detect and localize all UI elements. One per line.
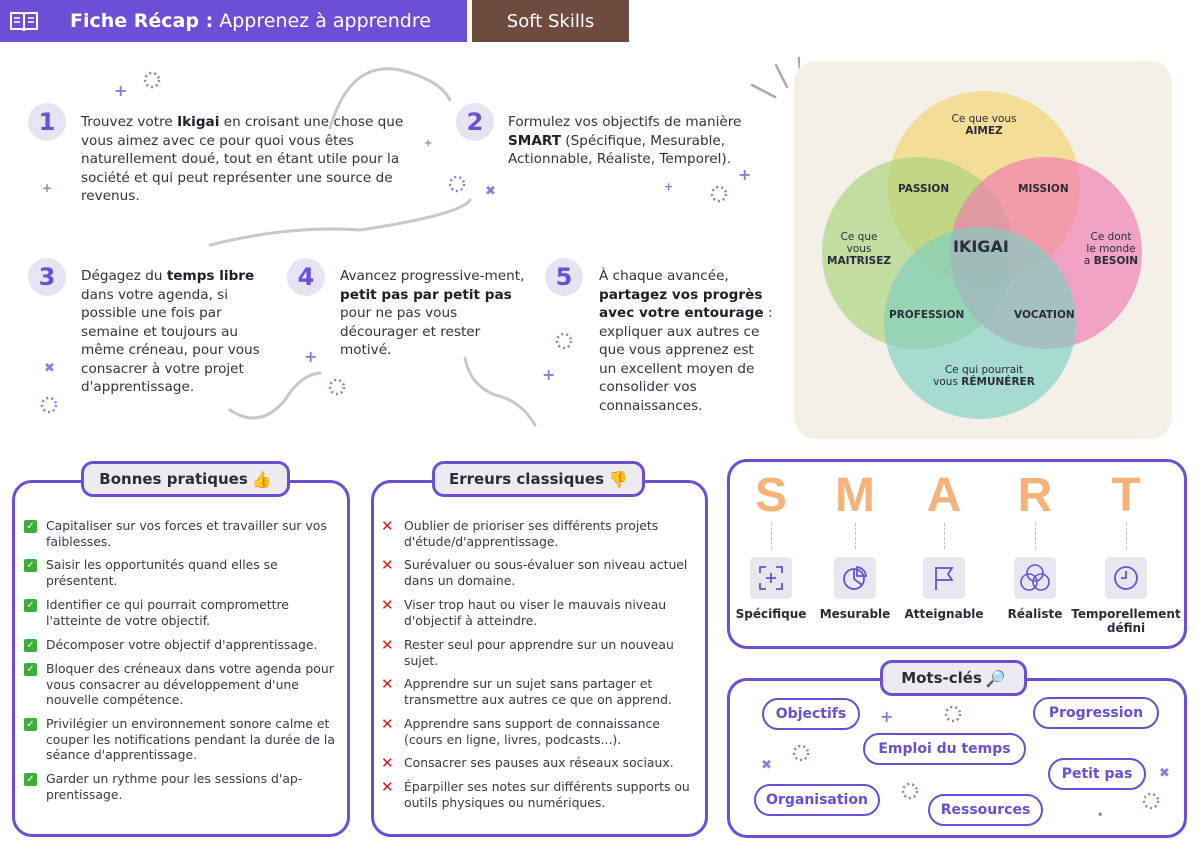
- svg-text:✖: ✖: [44, 361, 55, 376]
- bonne-pratique-item: Capitaliser sur vos forces et travailler…: [46, 518, 327, 549]
- bonne-pratique-item: Identifier ce qui pourrait compromettre …: [46, 597, 289, 628]
- erreur-item: Éparpiller ses notes sur différents supp…: [404, 779, 690, 810]
- svg-text:+: +: [542, 365, 555, 384]
- step-5-text: À chaque avancée, partagez vos progrès a…: [599, 268, 773, 414]
- cross-icon: ✕: [381, 596, 394, 614]
- smart-word: Spécifique: [735, 607, 807, 621]
- svg-text:✖: ✖: [485, 184, 496, 199]
- erreur-item: Rester seul pour apprendre sur un nouvea…: [404, 637, 674, 668]
- svg-text:+: +: [664, 180, 673, 193]
- svg-text:+: +: [424, 138, 432, 149]
- erreur-item: Apprendre sans support de connaissance (…: [404, 716, 660, 747]
- keyword-ressources: Ressources: [928, 794, 1043, 826]
- bonnes-pratiques-box: [12, 480, 350, 837]
- circles-icon: [1014, 557, 1056, 599]
- cross-icon: ✕: [381, 556, 394, 574]
- smart-divider: [944, 523, 945, 549]
- smart-divider: [1035, 523, 1036, 549]
- cross-icon: ✕: [381, 754, 394, 772]
- smart-word: Atteignable: [904, 607, 984, 621]
- step-5-number: 5: [545, 258, 583, 296]
- category-tag: Soft Skills: [472, 0, 629, 42]
- check-icon: ✓: [24, 599, 37, 612]
- step-3-text: Dégagez du temps libre dans votre agenda…: [81, 268, 260, 395]
- smart-divider: [1126, 523, 1127, 549]
- pie-chart-icon: [834, 557, 876, 599]
- step-2-number: 2: [456, 103, 494, 141]
- check-icon: ✓: [24, 663, 37, 676]
- check-icon: ✓: [24, 639, 37, 652]
- erreur-item: Viser trop haut ou viser le mauvais nive…: [404, 597, 667, 628]
- flag-icon: [923, 557, 965, 599]
- smart-divider: [855, 523, 856, 549]
- target-icon: [750, 557, 792, 599]
- magnifier-icon: 🔎: [985, 668, 1006, 688]
- step-2-text: Formulez vos objectifs de manière SMART …: [508, 114, 742, 167]
- erreurs-classiques-box: [371, 480, 708, 837]
- bonne-pratique-item: Saisir les opportunités quand elles se p…: [46, 557, 278, 588]
- bonne-pratique-item: Bloquer des créneaux dans votre agenda p…: [46, 661, 334, 707]
- svg-text:+: +: [42, 181, 52, 195]
- smart-word: Réaliste: [1007, 607, 1063, 621]
- mots-cles-title: Mots-clés🔎: [880, 660, 1027, 696]
- zone-ikigai: IKIGAI: [953, 237, 1009, 256]
- erreurs-classiques-title: Erreurs classiques👎: [432, 461, 645, 497]
- check-icon: ✓: [24, 773, 37, 786]
- keyword-progression: Progression: [1033, 697, 1159, 729]
- cross-icon: ✕: [381, 636, 394, 654]
- cross-icon: ✕: [381, 778, 394, 796]
- check-icon: ✓: [24, 559, 37, 572]
- smart-letter: M: [835, 469, 875, 522]
- smart-letter: A: [926, 469, 962, 522]
- page-title: Fiche Récap : Apprenez à apprendre: [70, 10, 431, 32]
- zone-passion: PASSION: [898, 183, 950, 195]
- check-icon: ✓: [24, 718, 37, 731]
- svg-text:+: +: [304, 347, 317, 366]
- ikigai-venn: [822, 91, 1142, 419]
- zone-vocation: VOCATION: [1014, 309, 1075, 321]
- step-4-text: Avancez progressive-ment, petit pas par …: [340, 268, 525, 358]
- step-1-number: 1: [28, 103, 66, 141]
- erreur-item: Oublier de prioriser ses différents proj…: [404, 518, 659, 549]
- smart-letter: T: [1111, 469, 1141, 522]
- smart-letter: R: [1017, 469, 1053, 522]
- cross-icon: ✕: [381, 517, 394, 535]
- keyword-emploi-du-temps: Emploi du temps: [863, 733, 1026, 765]
- step-4-number: 4: [287, 258, 325, 296]
- keyword-objectifs: Objectifs: [762, 698, 860, 730]
- smart-divider: [771, 523, 772, 549]
- bonne-pratique-item: Privilégier un environnement sonore calm…: [46, 716, 335, 762]
- cross-icon: ✕: [381, 675, 394, 693]
- thumbs-down-icon: 👎: [608, 469, 629, 489]
- erreur-item: Consacrer ses pauses aux réseaux sociaux…: [404, 755, 674, 770]
- zone-profession: PROFESSION: [889, 309, 965, 321]
- cross-icon: ✕: [381, 715, 394, 733]
- header-bar: Fiche Récap : Apprenez à apprendre: [0, 0, 467, 42]
- step-3-number: 3: [28, 258, 66, 296]
- circle-remunerer: [884, 227, 1076, 419]
- svg-text:+: +: [114, 81, 127, 100]
- bonnes-pratiques-title: Bonnes pratiques👍: [81, 461, 290, 497]
- erreur-item: Apprendre sur un sujet sans partager et …: [404, 676, 672, 707]
- step-1-text: Trouvez votre Ikigai en croisant une cho…: [81, 114, 404, 204]
- smart-letter: S: [754, 469, 787, 522]
- smart-word: Temporellement défini: [1071, 607, 1181, 635]
- smart-box: [727, 459, 1187, 649]
- keyword-organisation: Organisation: [754, 784, 880, 816]
- smart-word: Mesurable: [819, 607, 891, 621]
- bonne-pratique-item: Garder un rythme pour les sessions d'ap-…: [46, 771, 303, 802]
- zone-mission: MISSION: [1018, 183, 1069, 195]
- thumbs-up-icon: 👍: [251, 469, 272, 489]
- clock-icon: [1105, 557, 1147, 599]
- check-icon: ✓: [24, 520, 37, 533]
- erreur-item: Surévaluer ou sous-évaluer son niveau ac…: [404, 557, 688, 588]
- keyword-petit-pas: Petit pas: [1048, 758, 1146, 790]
- book-icon: [0, 0, 48, 42]
- bonne-pratique-item: Décomposer votre objectif d'apprentissag…: [46, 637, 318, 652]
